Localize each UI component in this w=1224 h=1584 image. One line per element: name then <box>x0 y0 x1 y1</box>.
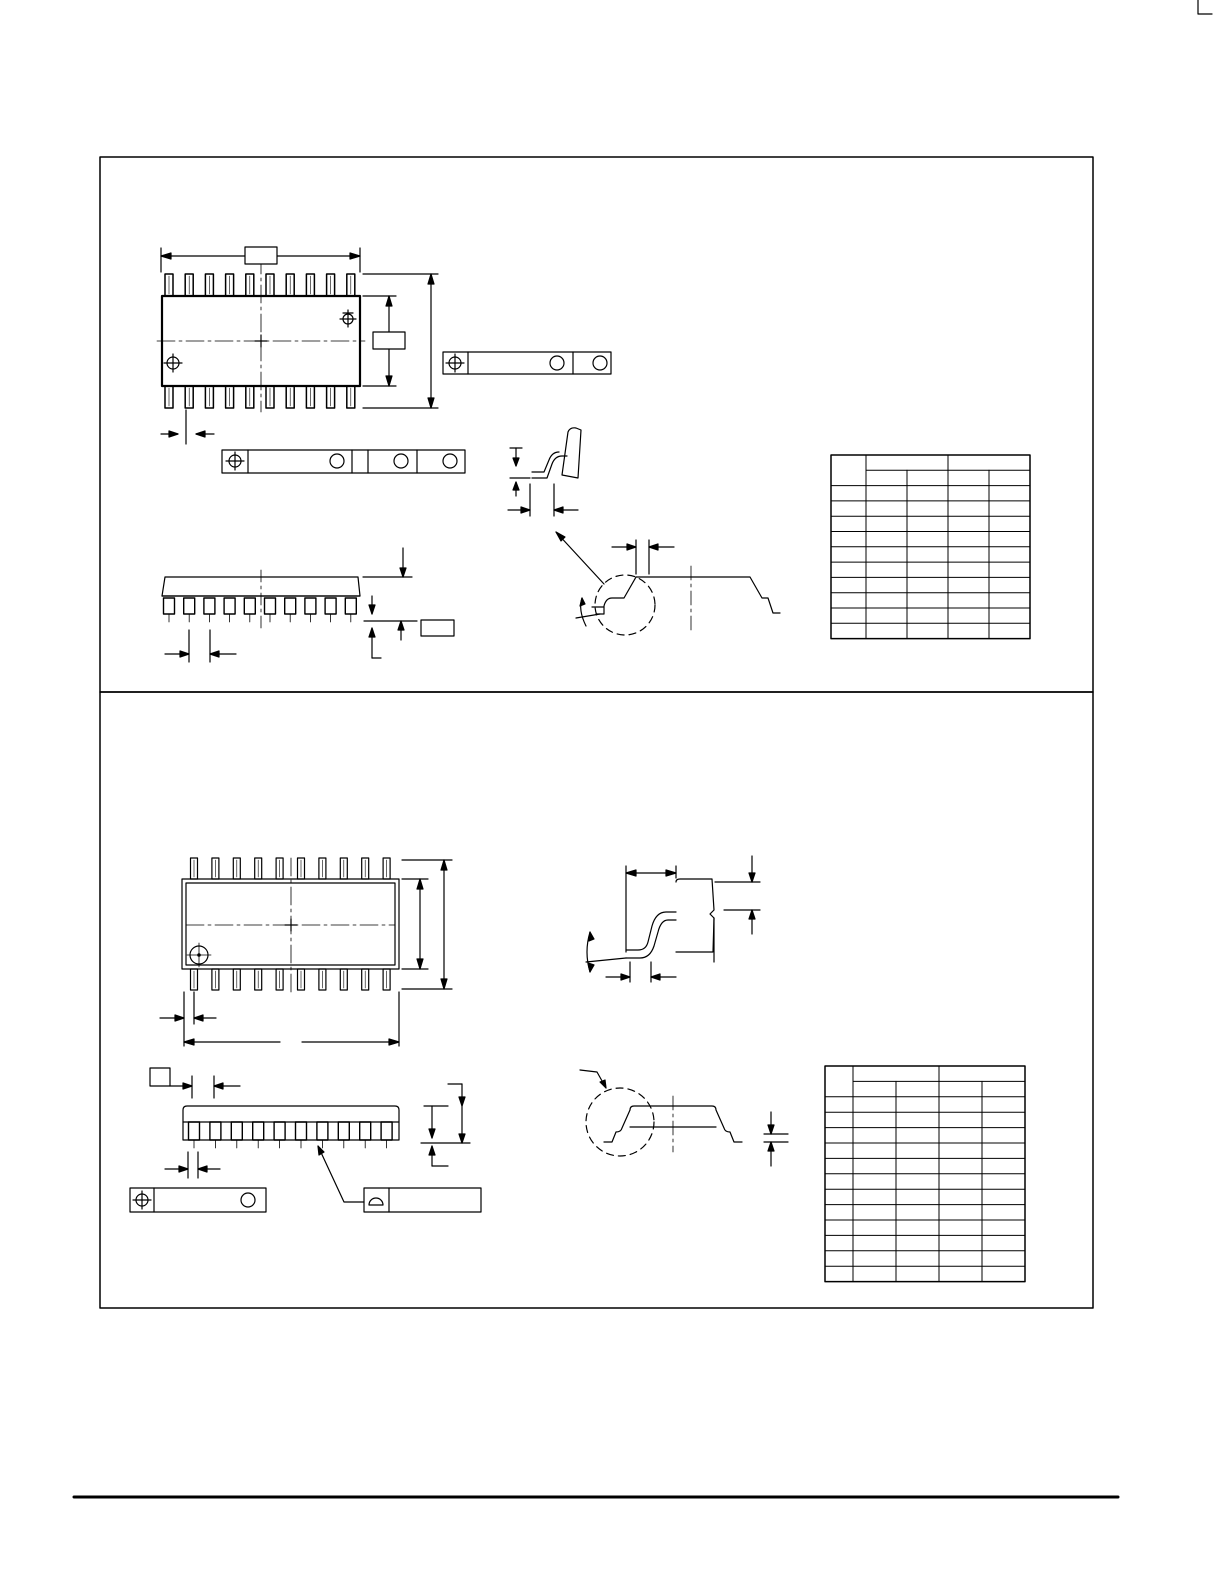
lower-top-lead <box>254 857 263 880</box>
upper-top-view <box>156 246 439 445</box>
upper-side-lead <box>223 597 236 615</box>
modifier-circle-icon <box>240 1192 256 1208</box>
upper-side-lead <box>263 597 277 615</box>
upper-bottom-lead <box>245 385 255 409</box>
upper-bottom-lead <box>346 385 356 409</box>
upper-bottom-lead <box>184 385 194 409</box>
body-width-dimension-box <box>372 331 406 350</box>
lower-dimension-table <box>824 1065 1026 1283</box>
lower-top-lead <box>382 857 391 880</box>
upper-top-lead <box>164 273 174 297</box>
lower-top-lead <box>189 857 199 880</box>
detail-callout-circle <box>594 574 656 636</box>
upper-top-lead <box>305 273 316 297</box>
lower-top-lead <box>211 857 220 880</box>
upper-side-lead <box>203 597 216 615</box>
lower-side-lead <box>359 1121 372 1141</box>
lower-bottom-lead <box>232 968 241 991</box>
upper-side-lead <box>182 597 196 615</box>
upper-top-lead <box>245 273 255 297</box>
lower-bottom-lead <box>318 968 327 991</box>
lower-side-lead <box>273 1121 286 1141</box>
modifier-circle-icon <box>549 355 565 371</box>
lower-top-lead <box>275 857 284 880</box>
lower-top-lead <box>339 857 348 880</box>
lower-side-lead <box>187 1121 201 1141</box>
lower-bottom-lead <box>254 968 263 991</box>
lower-body-outer <box>181 878 400 970</box>
upper-top-lead <box>265 273 275 297</box>
upper-panel-frame <box>99 156 1094 693</box>
lower-side-lead <box>209 1121 222 1141</box>
lower-bottom-lead <box>189 968 199 991</box>
lower-side-lead <box>230 1121 244 1141</box>
upper-top-lead <box>285 273 295 297</box>
profile-icon <box>368 1197 384 1206</box>
lower-side-view <box>149 1067 471 1203</box>
upper-bottom-lead <box>305 385 316 409</box>
pin-one-mark-icon <box>186 942 212 968</box>
upper-top-lead <box>224 273 235 297</box>
upper-top-leads <box>164 273 356 297</box>
upper-side-lead <box>284 597 297 615</box>
upper-side-lead <box>344 597 357 615</box>
upper-lead-form-detail <box>507 427 582 517</box>
modifier-circle-icon <box>329 453 345 469</box>
upper-bottom-lead <box>265 385 275 409</box>
lower-top-lead <box>318 857 327 880</box>
upper-top-lead <box>184 273 194 297</box>
lower-side-lead <box>380 1121 393 1141</box>
length-dimension-box <box>244 246 278 265</box>
upper-dimension-table <box>830 454 1031 640</box>
lower-top-lead <box>361 857 370 880</box>
detail-callout-circle <box>585 1087 655 1157</box>
upper-bottom-lead <box>204 385 215 409</box>
lower-body-inner <box>185 882 396 966</box>
upper-side-lead <box>243 597 257 615</box>
upper-bottom-lead <box>325 385 336 409</box>
lower-top-lead <box>232 857 241 880</box>
lower-end-view-detail <box>579 1069 789 1167</box>
lower-lead-profile-detail <box>585 855 761 983</box>
upper-top-lead <box>325 273 336 297</box>
upper-feature-control-frames <box>221 351 612 474</box>
upper-end-view-detail <box>555 531 781 636</box>
datum-target-icon <box>339 309 357 328</box>
upper-bottom-lead <box>285 385 295 409</box>
lower-bottom-lead <box>361 968 370 991</box>
upper-side-lead <box>304 597 317 615</box>
lower-feature-control-frames <box>129 1187 482 1213</box>
lower-side-lead <box>337 1121 350 1141</box>
upper-bottom-lead <box>164 385 174 409</box>
upper-side-lead <box>324 597 337 615</box>
modifier-circle-icon <box>592 355 608 371</box>
lower-panel-frame <box>99 691 1094 1309</box>
datum-box <box>149 1067 171 1087</box>
seating-plane-box <box>420 619 455 637</box>
lower-side-lead <box>251 1121 265 1141</box>
lower-bottom-lead <box>382 968 391 991</box>
upper-bottom-leads <box>164 385 356 409</box>
lower-bottom-lead <box>339 968 348 991</box>
upper-top-lead <box>346 273 356 297</box>
modifier-circle-icon <box>442 453 458 469</box>
lower-top-lead <box>296 857 306 880</box>
lower-bottom-lead <box>296 968 306 991</box>
upper-side-lead <box>162 597 176 615</box>
lower-bottom-lead <box>211 968 220 991</box>
upper-top-lead <box>204 273 215 297</box>
lower-top-view <box>159 857 453 1047</box>
lower-side-lead <box>294 1121 308 1141</box>
pin-one-target-icon <box>163 353 183 373</box>
modifier-circle-icon <box>393 453 409 469</box>
upper-bottom-lead <box>224 385 235 409</box>
lower-side-lead <box>316 1121 329 1141</box>
upper-side-view <box>161 547 455 663</box>
lower-bottom-lead <box>275 968 284 991</box>
corner-crop-mark <box>1197 0 1213 15</box>
